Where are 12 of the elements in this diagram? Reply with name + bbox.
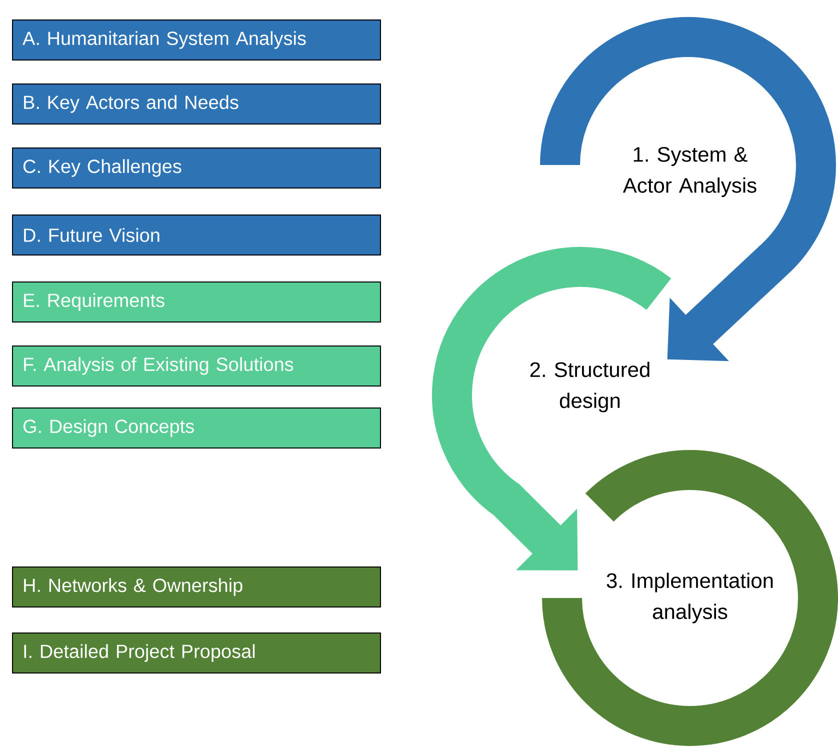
section-box: H. Networks & Ownership — [12, 566, 381, 608]
stage-label: 1. System & Actor Analysis — [622, 146, 756, 197]
section-box: G. Design Concepts — [12, 407, 381, 448]
section-box: E. Requirements — [12, 281, 381, 322]
section-box: F. Analysis of Existing Solutions — [12, 345, 381, 386]
section-box: D. Future Vision — [12, 214, 381, 256]
section-box: C. Key Challenges — [12, 148, 381, 188]
stage-label: 2. Structured design — [530, 362, 650, 412]
section-box: I. Detailed Project Proposal — [12, 632, 381, 674]
section-box: A. Humanitarian System Analysis — [12, 20, 381, 60]
stage-label: 3. Implementation analysis — [606, 572, 773, 624]
section-box: B. Key Actors and Needs — [12, 84, 381, 124]
